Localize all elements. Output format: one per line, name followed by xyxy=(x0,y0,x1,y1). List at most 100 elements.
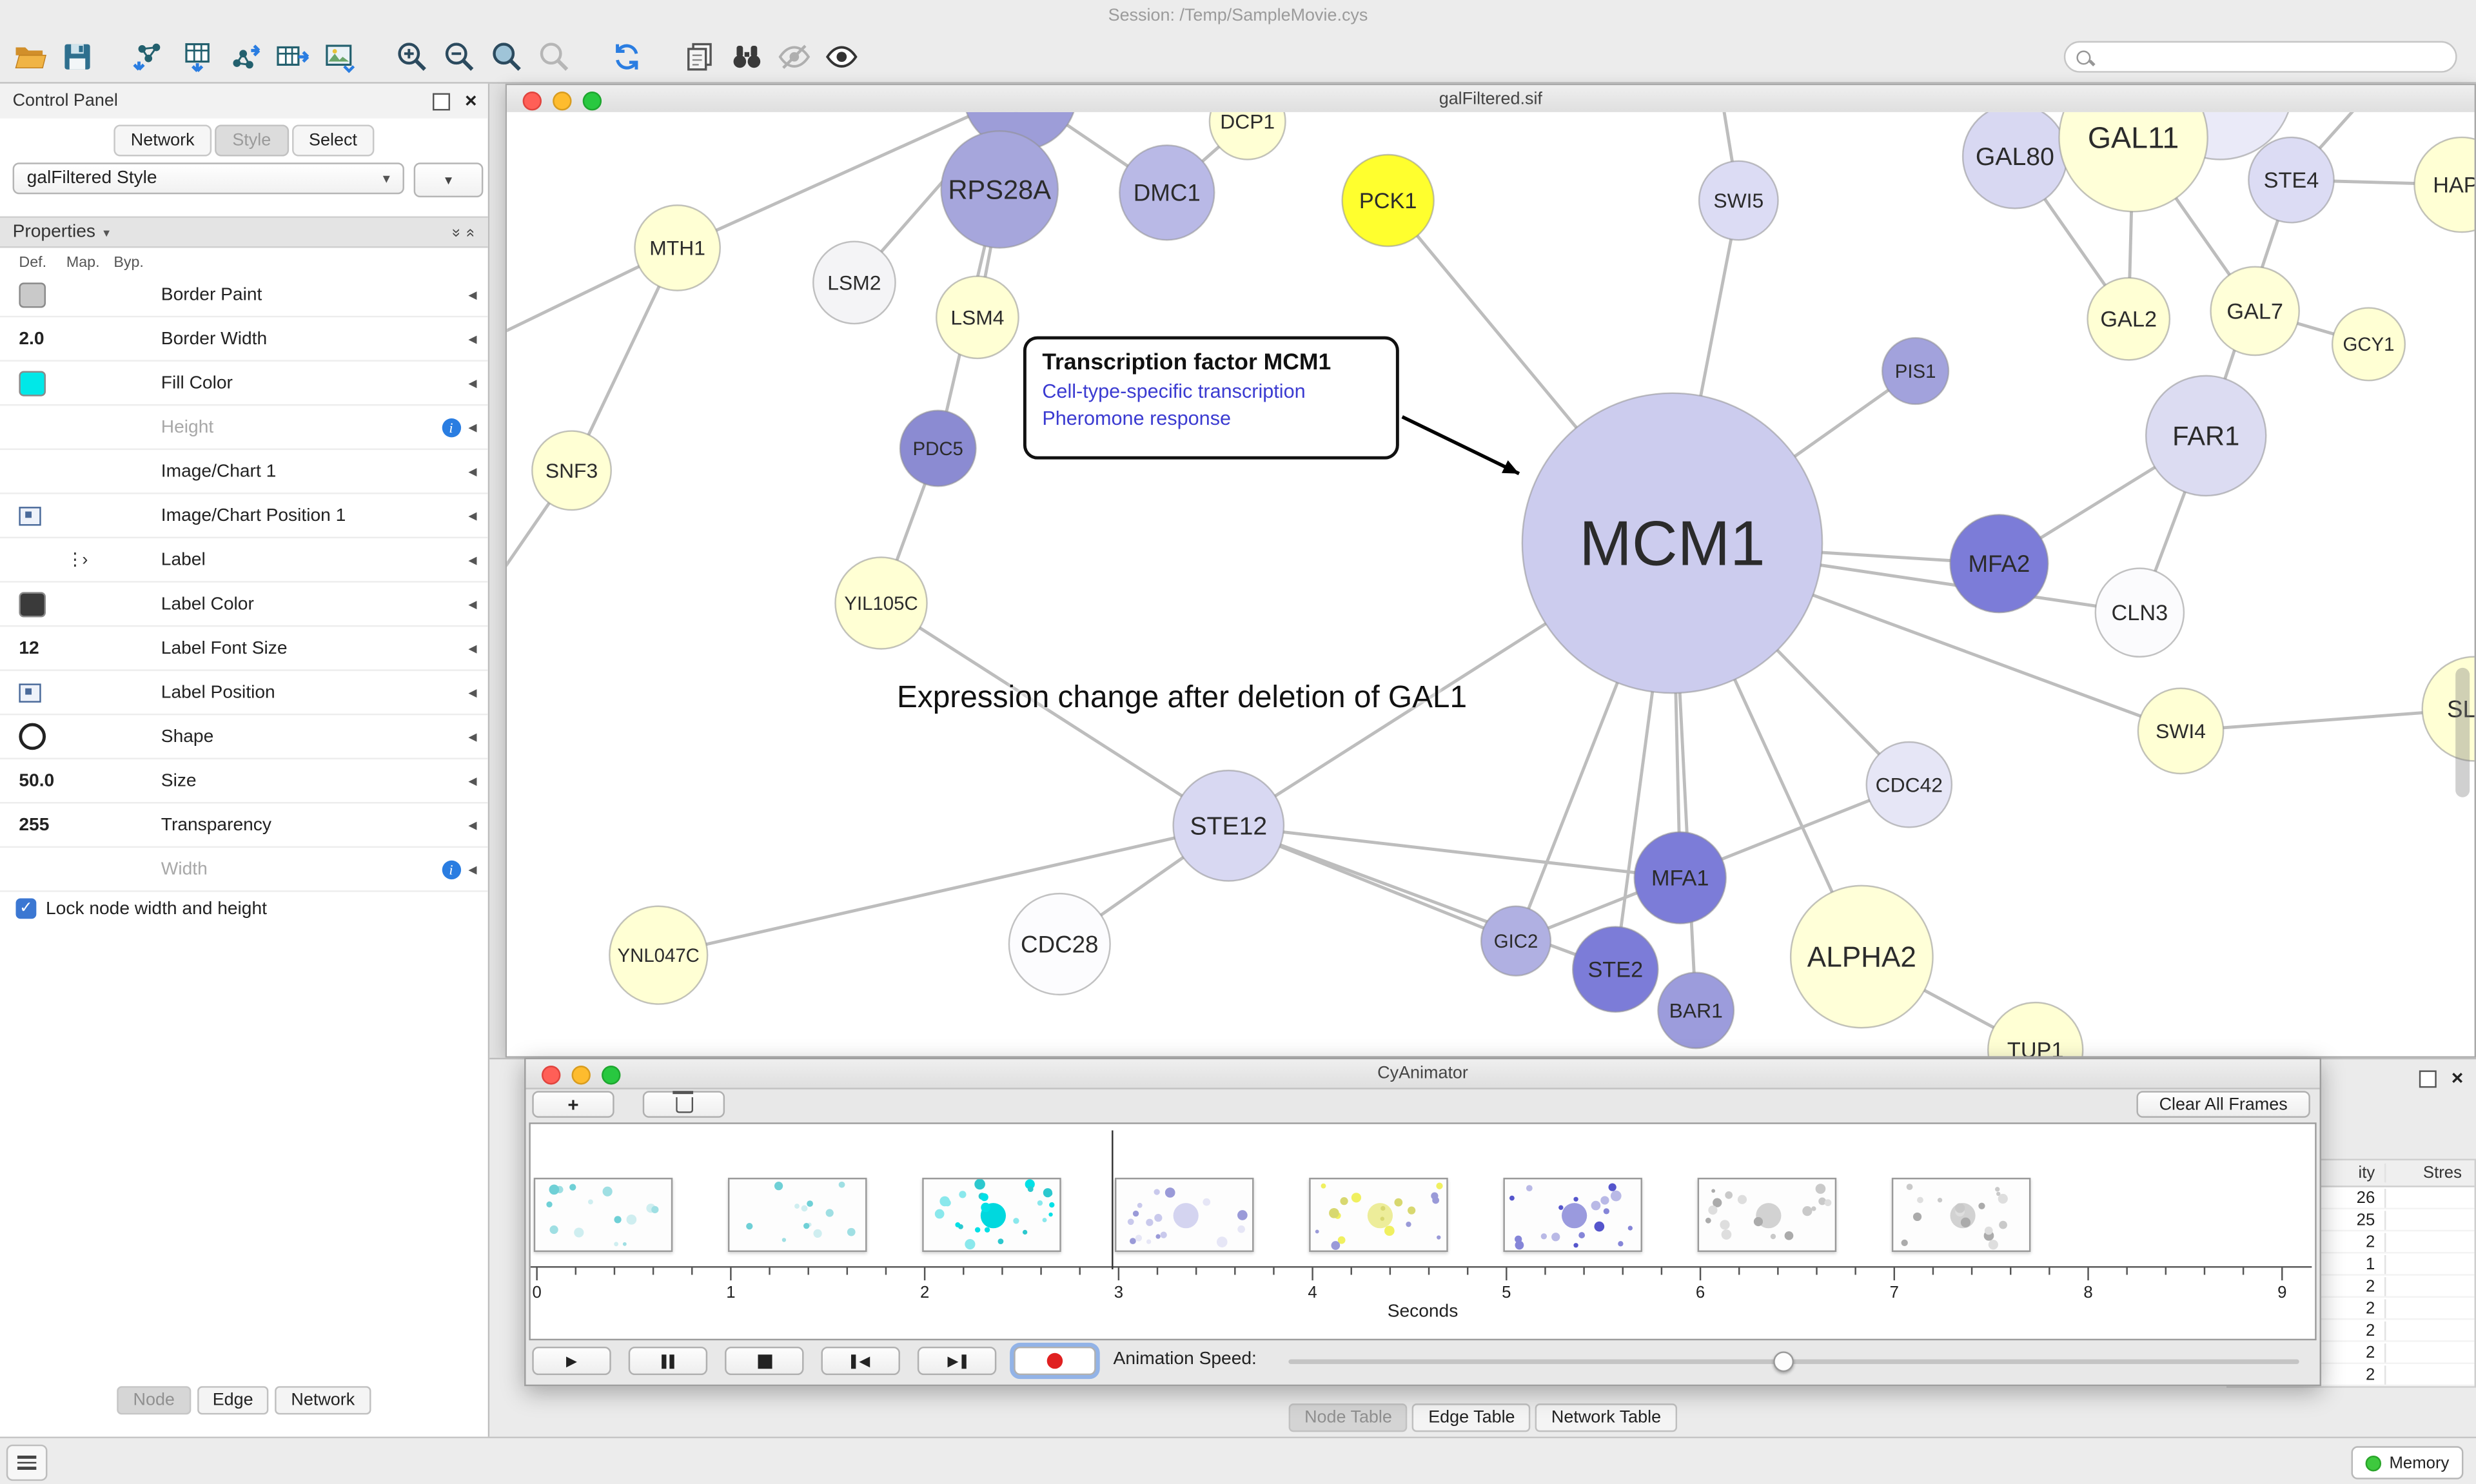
network-node[interactable] xyxy=(2421,656,2475,762)
network-window-titlebar[interactable]: galFiltered.sif xyxy=(507,85,2475,114)
open-folder-icon[interactable] xyxy=(6,35,54,79)
stop-button[interactable] xyxy=(725,1346,804,1376)
frame-thumbnail[interactable] xyxy=(1309,1177,1449,1253)
column-header[interactable]: Stres xyxy=(2422,1163,2462,1183)
network-node[interactable] xyxy=(1789,884,1934,1029)
network-node[interactable] xyxy=(834,556,928,650)
zoom-out-icon[interactable] xyxy=(436,35,483,79)
frame-thumbnail[interactable] xyxy=(1891,1177,2030,1253)
zoom-window-icon[interactable] xyxy=(602,1066,621,1085)
frame-thumbnail[interactable] xyxy=(921,1177,1061,1253)
network-node[interactable] xyxy=(2210,266,2300,356)
property-row[interactable]: Border Paint◀ xyxy=(0,273,488,318)
memory-button[interactable]: Memory xyxy=(2351,1446,2464,1479)
network-node[interactable] xyxy=(609,905,709,1005)
property-row[interactable]: Image/Chart Position 1◀ xyxy=(0,494,488,539)
network-node[interactable] xyxy=(1881,337,1950,405)
record-button[interactable] xyxy=(1014,1346,1096,1376)
network-node[interactable] xyxy=(1949,514,2049,614)
zoom-in-icon[interactable] xyxy=(388,35,435,79)
network-node[interactable] xyxy=(1657,971,1735,1050)
clear-all-frames-button[interactable]: Clear All Frames xyxy=(2136,1091,2310,1118)
position-icon[interactable] xyxy=(19,683,41,702)
network-edge[interactable] xyxy=(880,601,1230,827)
column-header[interactable]: ity xyxy=(2228,1163,2386,1183)
pause-button[interactable] xyxy=(628,1346,708,1376)
close-window-icon[interactable] xyxy=(542,1066,561,1085)
slider-thumb[interactable] xyxy=(1773,1351,1794,1372)
network-graph[interactable]: RPS28BRPS28ADMC1DCP1PCK1SWI5GAL80GAL11ST… xyxy=(507,112,2475,1057)
hide-view-eye-icon[interactable] xyxy=(771,35,818,79)
info-icon[interactable]: i xyxy=(441,859,461,879)
delete-frame-button[interactable] xyxy=(642,1091,725,1118)
network-node[interactable] xyxy=(2094,567,2185,658)
network-node[interactable] xyxy=(940,130,1059,249)
expand-row-icon[interactable]: ◀ xyxy=(468,466,477,478)
tab-network-style[interactable]: Network xyxy=(275,1386,371,1415)
network-node[interactable] xyxy=(2145,375,2267,497)
network-node[interactable] xyxy=(1341,153,1435,248)
export-image-icon[interactable] xyxy=(316,35,363,79)
expand-row-icon[interactable]: ◀ xyxy=(468,687,477,699)
frame-thumbnail[interactable] xyxy=(1503,1177,1642,1253)
expand-row-icon[interactable]: ◀ xyxy=(468,643,477,655)
network-node[interactable] xyxy=(1698,160,1779,241)
current-style-dropdown[interactable]: galFiltered Style ▾ xyxy=(12,162,404,195)
annotation-link[interactable]: Cell-type-specific transcription xyxy=(1042,380,1306,403)
network-node[interactable] xyxy=(1008,892,1111,996)
style-options-button[interactable]: ▾ xyxy=(413,162,484,198)
network-edge[interactable] xyxy=(658,824,1229,957)
network-caption-text[interactable]: Expression change after deletion of GAL1 xyxy=(897,680,1468,716)
info-icon[interactable]: i xyxy=(441,417,461,437)
next-frame-button[interactable]: ▶ xyxy=(917,1346,997,1376)
expand-row-icon[interactable]: ◀ xyxy=(468,864,477,875)
network-node[interactable] xyxy=(1633,831,1727,924)
animation-speed-slider[interactable] xyxy=(1288,1351,2299,1372)
table-row[interactable]: 2 xyxy=(2228,1298,2475,1320)
property-row[interactable]: Label Position◀ xyxy=(0,671,488,716)
network-node[interactable] xyxy=(1208,112,1286,161)
network-node[interactable] xyxy=(2137,687,2225,775)
property-row[interactable]: Fill Color◀ xyxy=(0,362,488,406)
network-node[interactable] xyxy=(2087,277,2171,361)
network-node[interactable] xyxy=(1987,1001,2084,1057)
network-node[interactable] xyxy=(812,240,896,325)
search-input[interactable] xyxy=(2063,41,2457,73)
task-history-button[interactable] xyxy=(6,1444,48,1481)
table-row[interactable]: 2 xyxy=(2228,1276,2475,1298)
table-row[interactable]: 25 xyxy=(2228,1209,2475,1232)
cyanimator-titlebar[interactable]: CyAnimator xyxy=(526,1059,2320,1089)
shape-circle-icon[interactable] xyxy=(19,723,46,750)
show-view-eye-icon[interactable] xyxy=(818,35,865,79)
minimize-window-icon[interactable] xyxy=(553,92,572,111)
tab-network[interactable]: Network xyxy=(113,124,212,157)
network-node[interactable] xyxy=(1119,144,1215,241)
frame-thumbnail[interactable] xyxy=(533,1177,673,1253)
table-row[interactable]: 2 xyxy=(2228,1320,2475,1342)
save-icon[interactable] xyxy=(54,35,101,79)
frame-thumbnail[interactable] xyxy=(727,1177,867,1253)
playhead[interactable] xyxy=(1110,1130,1114,1269)
color-swatch[interactable] xyxy=(19,282,46,308)
expand-row-icon[interactable]: ◀ xyxy=(468,422,477,434)
network-node[interactable] xyxy=(2248,136,2335,224)
network-edge[interactable] xyxy=(1228,824,1680,880)
vertical-scrollbar[interactable] xyxy=(2455,667,2470,797)
lock-size-row[interactable]: ✓ Lock node width and height xyxy=(15,898,267,919)
table-row[interactable]: 26 xyxy=(2228,1187,2475,1209)
expand-row-icon[interactable]: ◀ xyxy=(468,554,477,566)
expand-row-icon[interactable]: ◀ xyxy=(468,289,477,301)
tab-network-table[interactable]: Network Table xyxy=(1535,1403,1677,1432)
network-node[interactable] xyxy=(1480,905,1552,977)
annotation-box[interactable]: Transcription factor MCM1 Cell-type-spec… xyxy=(1023,336,1399,460)
close-window-icon[interactable] xyxy=(522,92,542,111)
annotation-link[interactable]: Pheromone response xyxy=(1042,407,1232,430)
close-icon[interactable]: × xyxy=(464,88,477,112)
tab-node-table[interactable]: Node Table xyxy=(1288,1403,1408,1432)
property-row[interactable]: Shape◀ xyxy=(0,715,488,759)
property-row[interactable]: ⋮›Label◀ xyxy=(0,538,488,583)
